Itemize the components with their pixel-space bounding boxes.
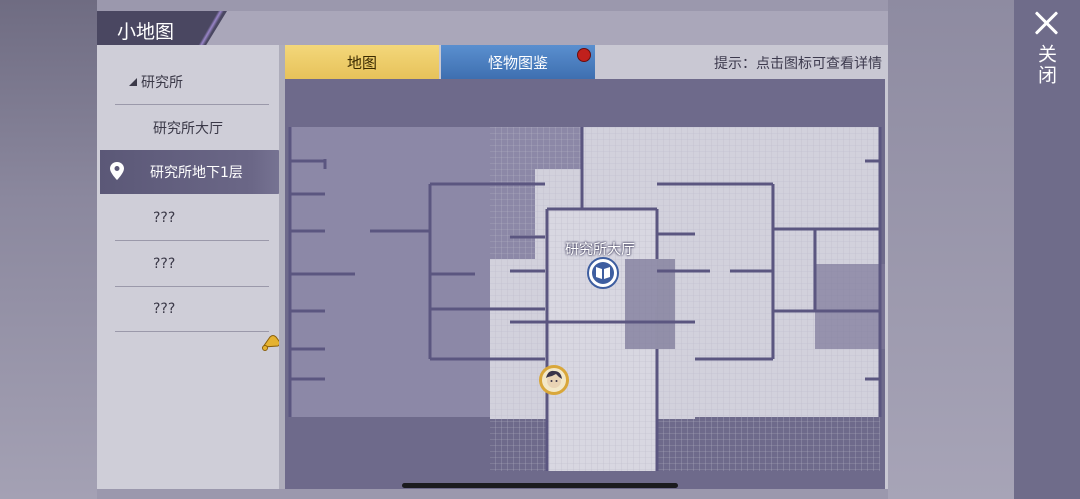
tab-monster-guide-label: 怪物图鉴 — [487, 53, 548, 72]
lobby-map-label: 研究所大厅 — [565, 242, 635, 258]
title-bar: 小地图 — [97, 11, 888, 45]
sidebar-item-unknown-3[interactable]: ??? — [115, 286, 269, 332]
sidebar-item-lobby[interactable]: 研究所大厅 — [115, 105, 269, 151]
close-panel[interactable]: 关闭 — [1014, 0, 1080, 499]
sidebar-header-institute[interactable]: 研究所 — [115, 59, 269, 105]
minimap-view[interactable]: 研究所大厅 — [285, 79, 885, 489]
tab-bar: 地图 怪物图鉴 提示：点击图标可查看详情 — [285, 45, 888, 79]
sidebar-header-label: 研究所 — [141, 74, 183, 91]
sidebar-item-unknown-1[interactable]: ??? — [115, 195, 269, 241]
book-icon — [592, 262, 614, 284]
sidebar-item-label: 研究所大厅 — [153, 120, 223, 137]
sidebar-item-label: ??? — [153, 255, 176, 272]
panel-title: 小地图 — [117, 21, 175, 43]
location-pin-icon — [110, 162, 124, 180]
background-left — [0, 0, 97, 499]
tab-map[interactable]: 地图 — [285, 45, 439, 79]
close-icon[interactable] — [1034, 10, 1060, 36]
player-face-icon — [546, 370, 562, 388]
lobby-map-marker[interactable] — [587, 257, 619, 289]
title-tab-accent — [193, 11, 229, 45]
hint-text: 提示：点击图标可查看详情 — [714, 56, 882, 72]
sidebar-divider — [279, 45, 285, 489]
player-avatar-marker[interactable] — [539, 365, 569, 395]
tab-monster-guide[interactable]: 怪物图鉴 — [441, 45, 595, 79]
background-right — [888, 0, 1014, 499]
notification-dot — [577, 48, 591, 62]
tab-map-label: 地图 — [346, 53, 377, 72]
floor-plan — [288, 127, 885, 471]
close-label[interactable]: 关闭 — [1035, 44, 1057, 86]
sidebar-item-label: ??? — [153, 209, 176, 226]
area-sidebar: 研究所 研究所大厅 研究所地下1层 ??? ??? ??? 2 — [97, 45, 291, 489]
home-indicator — [402, 483, 678, 488]
minimap-panel: 小地图 研究所 研究所大厅 研究所地下1层 ??? ??? ??? — [97, 11, 888, 489]
sidebar-item-label: ??? — [153, 300, 176, 317]
collapse-triangle-icon — [129, 77, 137, 86]
sidebar-item-basement-1[interactable]: 研究所地下1层 — [100, 150, 290, 194]
sidebar-item-label: 研究所地下1层 — [150, 165, 243, 181]
sidebar-item-unknown-2[interactable]: ??? — [115, 241, 269, 287]
